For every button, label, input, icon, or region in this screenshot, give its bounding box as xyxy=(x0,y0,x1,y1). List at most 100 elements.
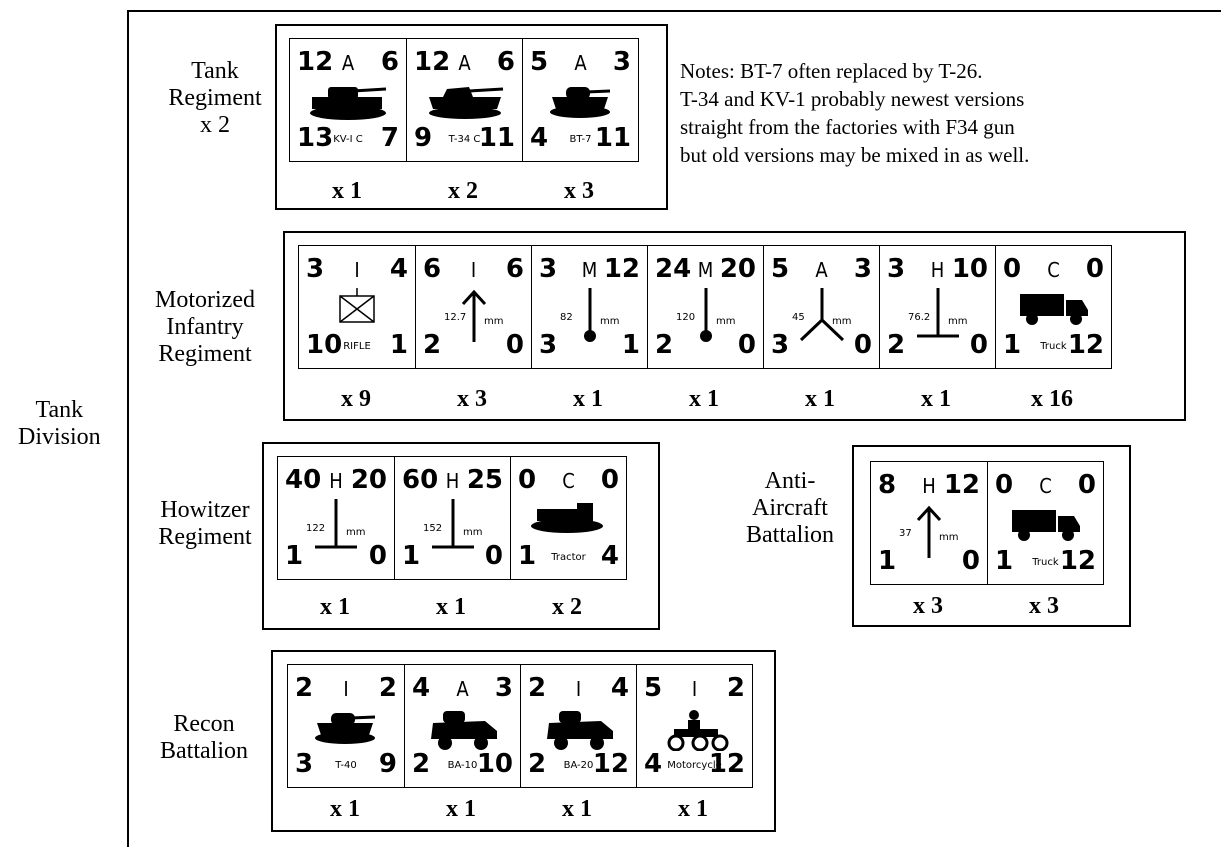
vehicle-name: BA-20 xyxy=(521,760,636,771)
defense-value: 25 xyxy=(467,467,503,493)
caliber-label: 120 xyxy=(676,312,695,323)
truck-icon xyxy=(996,288,1111,332)
quantity-label: x 3 xyxy=(870,593,986,620)
defense-value: 12 xyxy=(944,472,980,498)
vehicle-name: KV-I C xyxy=(290,134,406,145)
mortar-icon xyxy=(648,288,763,348)
unit-counter: 2I4212BA-20 xyxy=(520,665,636,787)
vehicle-name: Tractor xyxy=(511,552,626,563)
aa-mg-icon xyxy=(416,288,531,348)
howitzer-regiment-counter-strip: 40H2010122mm60H2510152mm0C014Tractor xyxy=(277,456,627,580)
defense-value: 3 xyxy=(495,675,513,701)
quantity-label: x 1 xyxy=(403,796,519,823)
division-bracket-line xyxy=(127,10,129,847)
aa-battalion-counter-strip: 8H121037mm0C0112Truck xyxy=(870,461,1104,585)
quantity-label: x 2 xyxy=(509,594,625,621)
unit-counter: 60H2510152mm xyxy=(394,457,510,579)
caliber-label: 37 xyxy=(899,528,912,539)
defense-value: 4 xyxy=(390,256,408,282)
vehicle-name: RIFLE xyxy=(299,341,415,352)
infantry-symbol-icon xyxy=(299,288,415,332)
howitzer-icon xyxy=(278,499,394,559)
quantity-label: x 1 xyxy=(762,386,878,413)
caliber-unit: mm xyxy=(463,527,482,538)
vehicle-name: T-34 C xyxy=(407,134,522,145)
quantity-label: x 3 xyxy=(521,178,637,205)
unit-counter: 0C0112Truck xyxy=(995,246,1111,368)
defense-value: 2 xyxy=(379,675,397,701)
unit-counter: 12A6911T-34 C xyxy=(406,39,522,161)
truck-icon xyxy=(988,504,1103,548)
caliber-unit: mm xyxy=(939,532,958,543)
caliber-label: 82 xyxy=(560,312,573,323)
quantity-label: x 1 xyxy=(287,796,403,823)
quantity-label: x 1 xyxy=(277,594,393,621)
quantity-label: x 1 xyxy=(646,386,762,413)
tractor-icon xyxy=(511,499,626,543)
quantity-label: x 3 xyxy=(986,593,1102,620)
howitzer-regiment-label: Howitzer Regiment xyxy=(144,497,266,551)
infantry-gun-icon xyxy=(880,288,995,348)
defense-value: 20 xyxy=(351,467,387,493)
vehicle-name: BT-7 xyxy=(523,134,638,145)
quantity-label: x 1 xyxy=(393,594,509,621)
unit-counter: 5I2412Motorcycle xyxy=(636,665,752,787)
defense-value: 6 xyxy=(497,49,515,75)
tank-regiment-label: Tank Regiment x 2 xyxy=(160,58,270,139)
unit-counter: 3I4101RIFLE xyxy=(299,246,415,368)
quantity-label: x 1 xyxy=(878,386,994,413)
unit-counter: 4A3210BA-10 xyxy=(404,665,520,787)
caliber-unit: mm xyxy=(484,316,503,327)
vehicle-name: Truck xyxy=(996,341,1111,352)
caliber-label: 12.7 xyxy=(444,312,466,323)
caliber-unit: mm xyxy=(832,316,851,327)
aa-gun-icon xyxy=(871,504,987,564)
quantity-label: x 3 xyxy=(414,386,530,413)
unit-counter: 12A6137KV-I C xyxy=(290,39,406,161)
defense-value: 6 xyxy=(381,49,399,75)
aa-battalion-label: Anti- Aircraft Battalion xyxy=(735,468,845,549)
tank-notes: Notes: BT-7 often replaced by T-26. T-34… xyxy=(680,57,1029,169)
armored-car-icon xyxy=(405,707,520,755)
vehicle-name: Motorcycle xyxy=(637,760,752,771)
caliber-unit: mm xyxy=(948,316,967,327)
caliber-label: 122 xyxy=(306,523,325,534)
defense-value: 0 xyxy=(1078,472,1096,498)
quantity-label: x 16 xyxy=(994,386,1110,413)
unit-counter: 5A3411BT-7 xyxy=(522,39,638,161)
howitzer-icon xyxy=(395,499,510,559)
quantity-label: x 9 xyxy=(298,386,414,413)
light-tank-icon xyxy=(523,81,638,125)
armored-car-icon xyxy=(521,707,636,755)
tank-regiment-counter-strip: 12A6137KV-I C12A6911T-34 C5A3411BT-7 xyxy=(289,38,639,162)
caliber-label: 76.2 xyxy=(908,312,930,323)
defense-value: 3 xyxy=(613,49,631,75)
defense-value: 2 xyxy=(727,675,745,701)
mortar-icon xyxy=(532,288,647,348)
defense-value: 10 xyxy=(952,256,988,282)
caliber-label: 45 xyxy=(792,312,805,323)
defense-value: 12 xyxy=(604,256,640,282)
unit-counter: 8H121037mm xyxy=(871,462,987,584)
defense-value: 3 xyxy=(854,256,872,282)
quantity-label: x 1 xyxy=(635,796,751,823)
quantity-label: x 1 xyxy=(530,386,646,413)
motorcycle-icon xyxy=(637,707,752,755)
at-gun-icon xyxy=(764,288,879,348)
division-top-line xyxy=(127,10,1221,12)
vehicle-name: Truck xyxy=(988,557,1103,568)
vehicle-name: T-40 xyxy=(288,760,404,771)
defense-value: 0 xyxy=(1086,256,1104,282)
division-label: Tank Division xyxy=(18,397,101,451)
motorized-regiment-label: Motorized Infantry Regiment xyxy=(140,287,270,368)
recon-battalion-label: Recon Battalion xyxy=(145,711,263,765)
caliber-unit: mm xyxy=(346,527,365,538)
